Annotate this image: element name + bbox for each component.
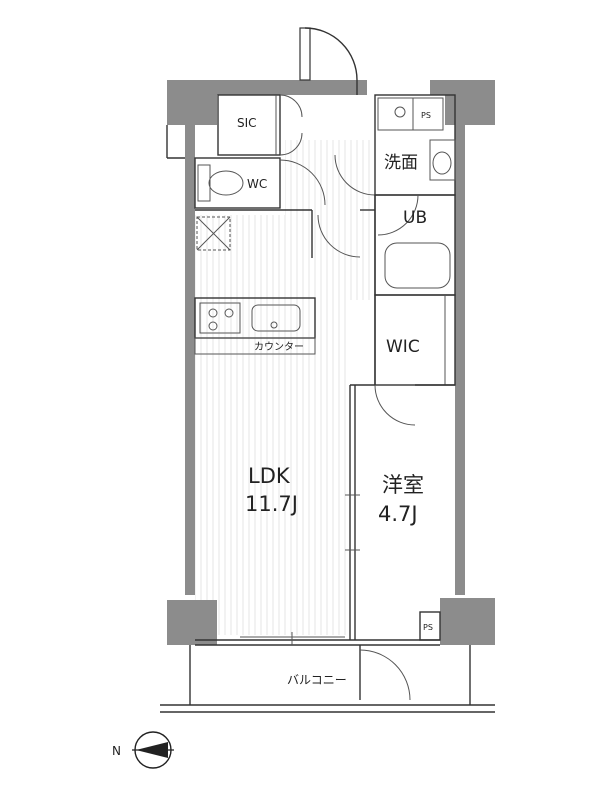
balcony bbox=[160, 645, 495, 713]
wic-label: WIC bbox=[386, 337, 420, 357]
wc-room bbox=[194, 157, 326, 209]
wc-label: WC bbox=[247, 177, 267, 191]
western-room-name: 洋室 bbox=[382, 473, 424, 497]
corridor-floor bbox=[285, 140, 375, 300]
north-arrow-icon bbox=[136, 742, 168, 758]
kitchen-counter bbox=[194, 297, 316, 355]
north-label: N bbox=[112, 744, 121, 758]
structural-walls bbox=[167, 80, 495, 645]
balcony-window bbox=[240, 632, 345, 645]
fridge-space bbox=[196, 216, 231, 251]
ldk-size: 11.7J bbox=[245, 492, 298, 516]
ps-top-label: PS bbox=[421, 111, 431, 120]
sic-label: SIC bbox=[237, 116, 257, 130]
ps-bottom-box bbox=[419, 611, 441, 641]
compass bbox=[132, 731, 174, 769]
ldk-name: LDK bbox=[248, 464, 291, 488]
ps-bottom-label: PS bbox=[423, 623, 433, 632]
partition bbox=[345, 384, 455, 640]
ub-label: UB bbox=[403, 208, 427, 228]
western-room-size: 4.7J bbox=[378, 502, 418, 526]
outer-walls bbox=[166, 125, 440, 646]
counter-label: カウンター bbox=[254, 341, 304, 353]
balcony-door bbox=[359, 645, 411, 701]
sic-closet bbox=[217, 94, 303, 156]
balcony-label: バルコニー bbox=[287, 673, 347, 687]
entry-door bbox=[299, 27, 358, 95]
washroom-label: 洗面 bbox=[384, 153, 418, 173]
corridor bbox=[195, 195, 376, 385]
